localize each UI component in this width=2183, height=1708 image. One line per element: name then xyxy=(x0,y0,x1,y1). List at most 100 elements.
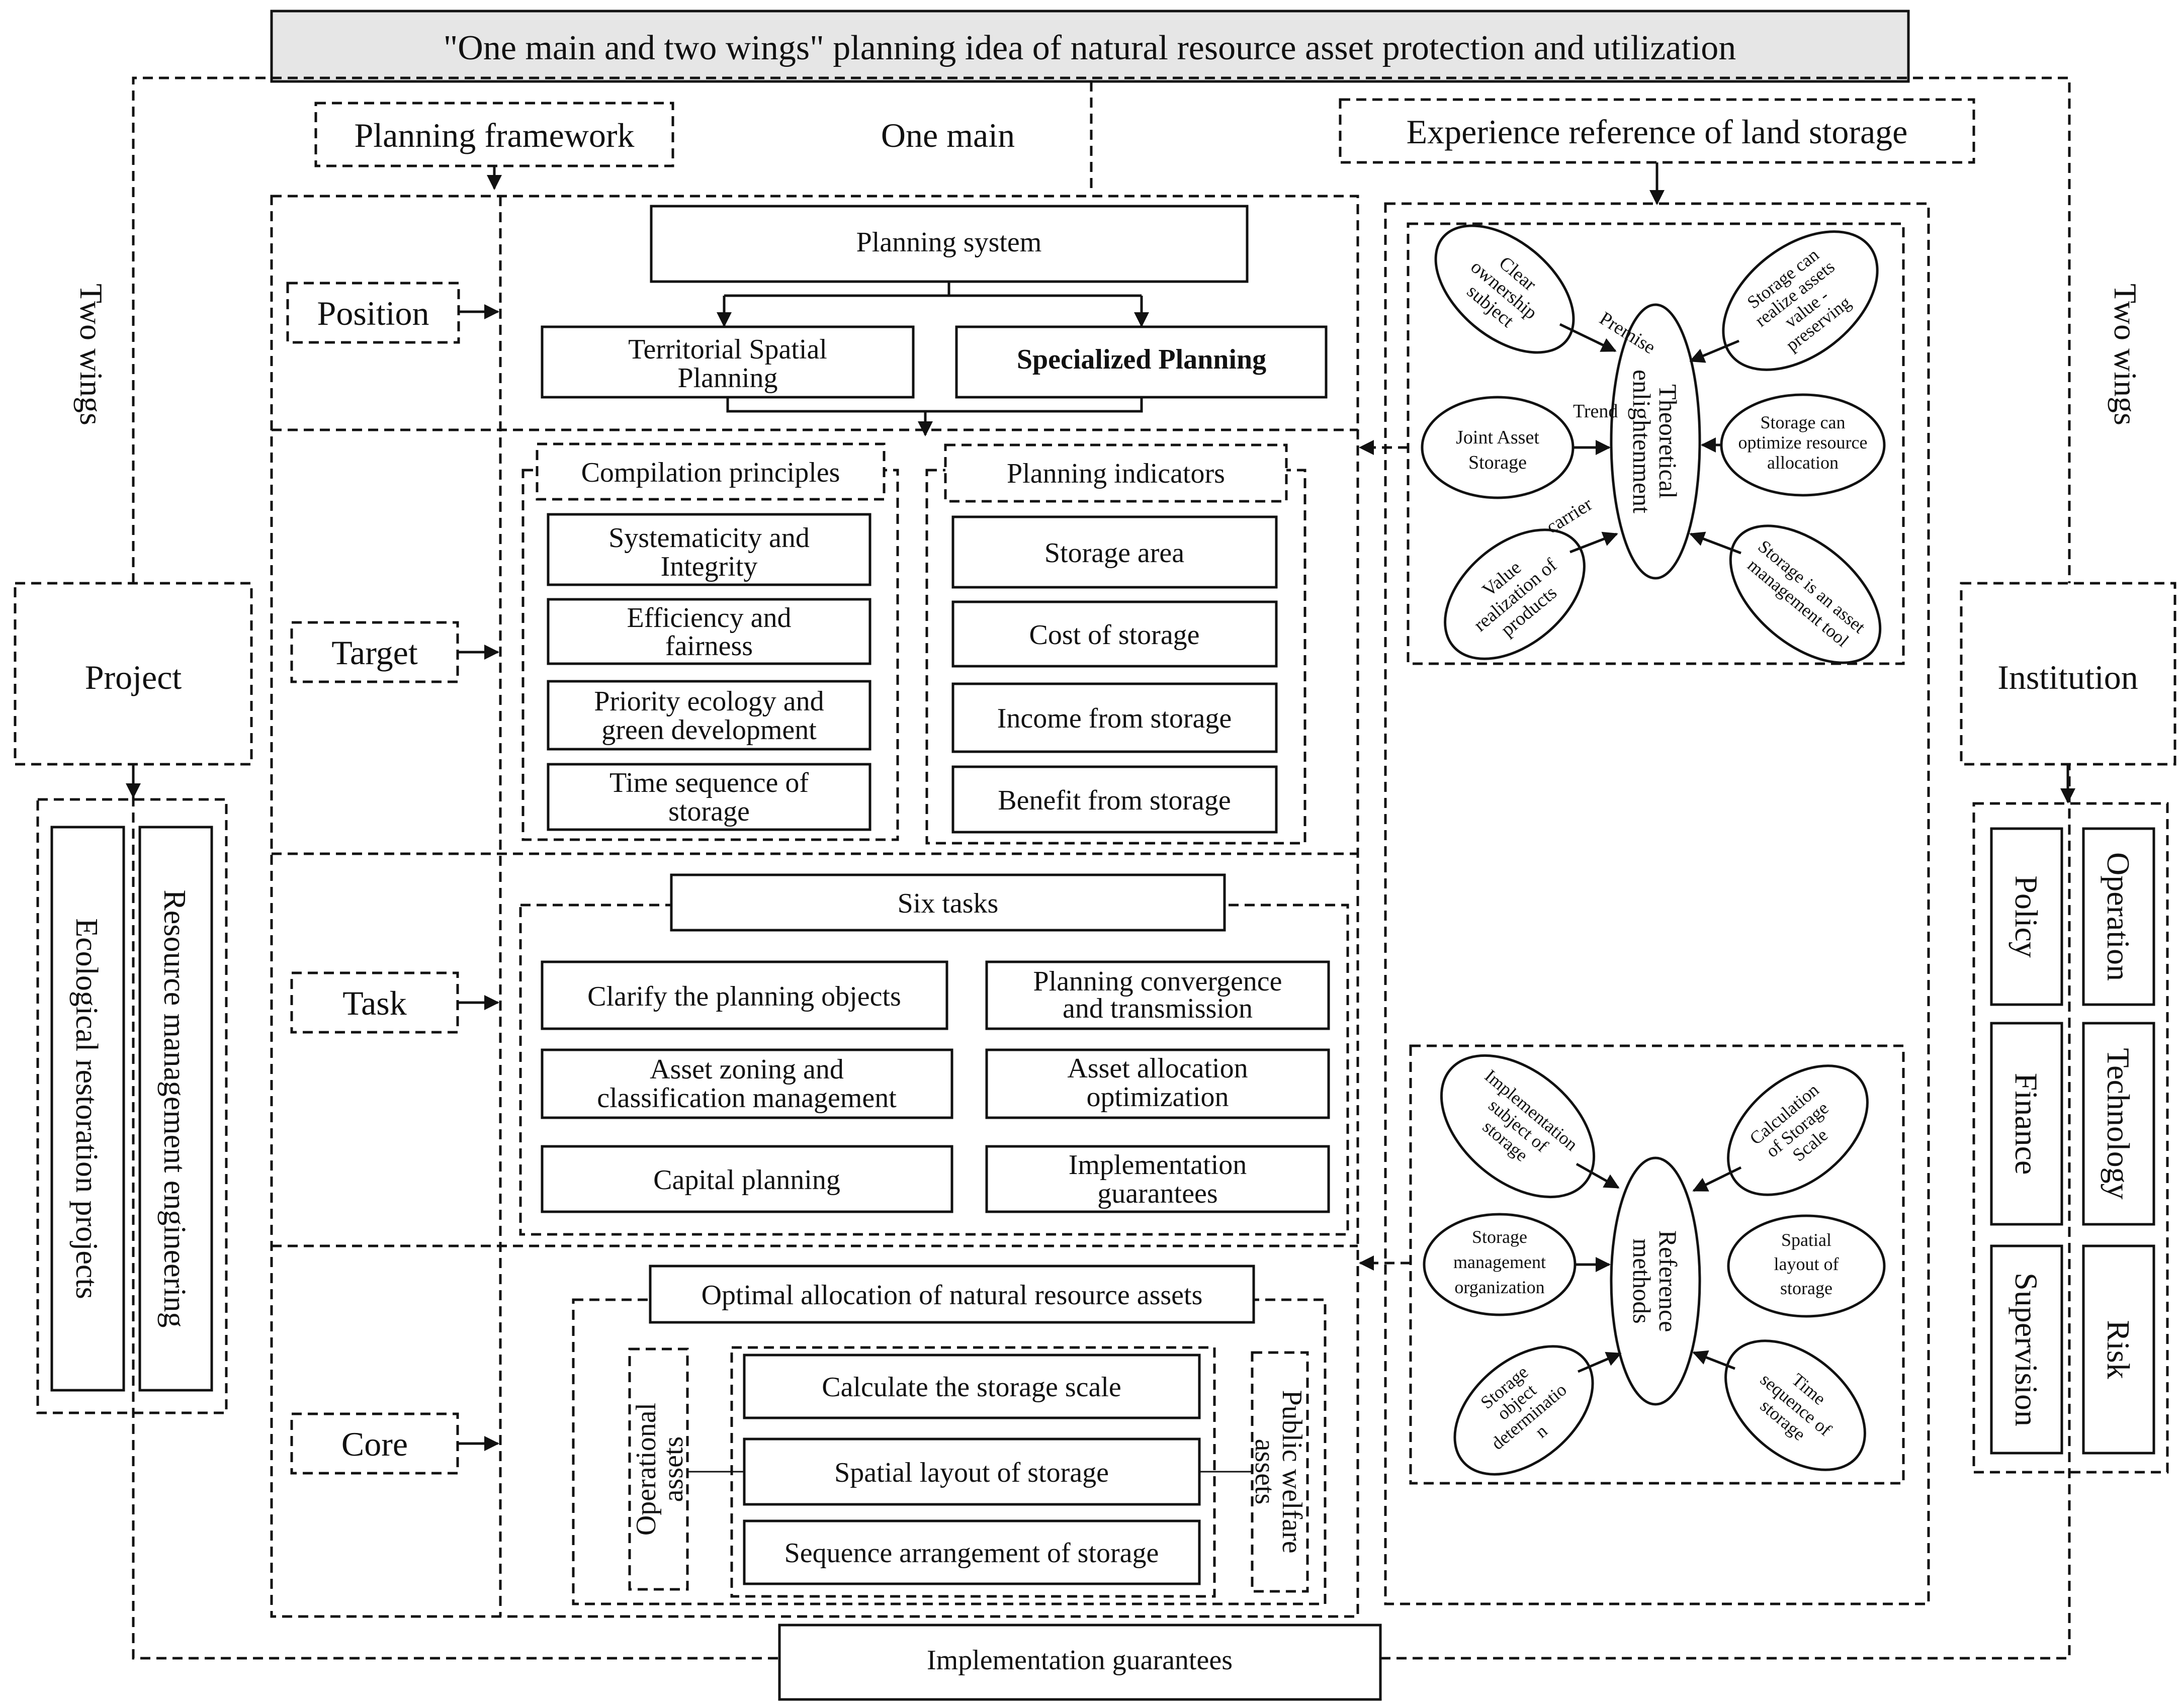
theoretical-center-line2: enlightenment xyxy=(1628,370,1656,513)
principle-time-sequence-box xyxy=(547,763,871,831)
territorial-planning-line1: Territorial Spatial xyxy=(628,334,827,365)
planning-indicators-title: Planning indicators xyxy=(1007,458,1225,489)
implementation-guarantees-box xyxy=(778,1624,1382,1701)
principle-ecology-box xyxy=(547,680,871,751)
planning-framework-box xyxy=(314,102,674,167)
target-row-label: Target xyxy=(331,634,418,672)
principle-ecology-line1: Priority ecology and xyxy=(594,686,824,717)
indicator-benefit-label: Benefit from storage xyxy=(998,785,1231,816)
principle-systematicity-line1: Systematicity and xyxy=(608,522,810,554)
reference-methods-node xyxy=(1610,1156,1701,1406)
sequence-arrangement-label: Sequence arrangement of storage xyxy=(784,1538,1159,1569)
principle-efficiency-line1: Efficiency and xyxy=(627,602,791,634)
indicator-storage-area-label: Storage area xyxy=(1044,537,1184,569)
one-main-label: One main xyxy=(881,116,1015,154)
management-org-line3: organization xyxy=(1454,1277,1544,1297)
task-zoning-box xyxy=(541,1048,953,1119)
institution-box xyxy=(1960,582,2176,766)
clear-ownership-node: Clear ownership subject xyxy=(1434,224,1575,354)
policy-box xyxy=(1990,827,2063,1006)
principle-ecology-line2: green development xyxy=(601,714,817,746)
value-realization-node: Value realization of products xyxy=(1444,528,1586,660)
task-zoning-line2: classification management xyxy=(597,1083,897,1114)
management-org-line1: Storage xyxy=(1472,1227,1527,1247)
storage-optimize-line2: optimize resource xyxy=(1738,432,1868,453)
task-guarantees-box xyxy=(985,1145,1330,1213)
resource-engineering-box xyxy=(138,826,213,1392)
task-zoning-line1: Asset zoning and xyxy=(650,1054,844,1085)
task-allocation-line2: optimization xyxy=(1086,1082,1229,1113)
indicator-income-label: Income from storage xyxy=(997,703,1232,734)
object-determination-arrow xyxy=(1578,1352,1622,1373)
indicator-income-box xyxy=(951,682,1278,753)
task-row-box xyxy=(290,971,459,1034)
clear-ownership-ellipse xyxy=(1434,224,1575,354)
ownership-arrow xyxy=(1559,323,1617,352)
theoretical-center-line1: Theoretical xyxy=(1654,384,1682,499)
optimal-allocation-title: Optimal allocation of natural resource a… xyxy=(702,1280,1203,1311)
project-items-frame xyxy=(36,798,228,1414)
spatial-layout-node xyxy=(1727,1214,1886,1318)
spatial-layout-line3: storage xyxy=(1780,1278,1832,1298)
core-row-box xyxy=(290,1412,459,1475)
task-allocation-line1: Asset allocation xyxy=(1067,1053,1248,1084)
planning-framework-label: Planning framework xyxy=(354,116,634,154)
experience-frame xyxy=(1384,202,1930,1605)
calculation-scale-node: Calculation of Storage Scale xyxy=(1727,1064,1869,1196)
sequence-arrangement-box xyxy=(743,1519,1201,1585)
finance-box xyxy=(1990,1022,2063,1226)
storage-tool-arrow xyxy=(1689,531,1741,555)
task-convergence-line1: Planning convergence xyxy=(1033,966,1282,997)
two-wings-right-label: Two wings xyxy=(2108,284,2143,425)
operational-assets-box xyxy=(628,1347,689,1591)
ecological-restoration-box xyxy=(50,826,125,1392)
task-convergence-line2: and transmission xyxy=(1063,993,1253,1024)
value-realization-ellipse xyxy=(1444,528,1586,660)
task-clarify-label: Clarify the planning objects xyxy=(587,981,901,1012)
task-clarify-box xyxy=(541,960,948,1030)
position-row-box xyxy=(286,282,460,344)
specialized-planning-box xyxy=(955,325,1328,399)
territorial-planning-line2: Planning xyxy=(677,363,777,394)
calculation-scale-arrow xyxy=(1692,1166,1742,1192)
time-sequence-node: Time sequence of storage xyxy=(1724,1339,1866,1471)
compilation-principles-title: Compilation principles xyxy=(581,457,840,488)
implementation-subject-arrow xyxy=(1576,1162,1620,1189)
project-label: Project xyxy=(85,658,182,696)
implementation-guarantees-label: Implementation guarantees xyxy=(927,1645,1233,1676)
reference-methods-frame xyxy=(1409,1044,1905,1485)
compilation-principles-title-box xyxy=(536,442,886,501)
policy-label: Policy xyxy=(2009,875,2044,958)
storage-value-ellipse xyxy=(1722,230,1879,371)
planning-system-connector xyxy=(724,282,1142,297)
carrier-arrow xyxy=(1569,531,1618,554)
supervision-box xyxy=(1990,1244,2063,1455)
object-determination-node: Storage object determinatio n xyxy=(1453,1345,1594,1476)
operation-label: Operation xyxy=(2101,852,2136,981)
storage-optimize-line1: Storage can xyxy=(1761,412,1846,432)
spatial-layout-line1: Spatial xyxy=(1781,1230,1831,1250)
principle-time-sequence-line2: storage xyxy=(668,796,750,827)
spatial-layout-line2: layout of xyxy=(1774,1254,1839,1274)
task-row-label: Task xyxy=(342,984,406,1022)
diagram-title: "One main and two wings" planning idea o… xyxy=(444,29,1736,67)
specialized-planning-label: Specialized Planning xyxy=(1017,344,1266,375)
project-box xyxy=(14,582,253,766)
optimal-allocation-title-box xyxy=(649,1265,1255,1324)
joint-asset-line1: Joint Asset xyxy=(1456,427,1539,448)
finance-label: Finance xyxy=(2009,1073,2044,1175)
principle-time-sequence-line1: Time sequence of xyxy=(609,767,809,798)
time-sequence-arrow xyxy=(1692,1350,1735,1370)
planning-system-label: Planning system xyxy=(856,227,1042,258)
task-guarantees-line2: guarantees xyxy=(1097,1178,1217,1209)
task-allocation-box xyxy=(985,1048,1330,1119)
public-welfare-line1: Public welfare xyxy=(1276,1390,1307,1554)
time-sequence-ellipse xyxy=(1724,1339,1866,1471)
compilation-principles-frame xyxy=(521,469,899,841)
indicator-storage-area-box xyxy=(951,515,1278,589)
planning-indicators-title-box xyxy=(944,443,1288,503)
six-tasks-title: Six tasks xyxy=(898,888,999,919)
task-guarantees-line1: Implementation xyxy=(1069,1149,1247,1181)
storage-value-node: Storage can realize assets value - prese… xyxy=(1722,230,1879,371)
institution-label: Institution xyxy=(1997,658,2138,696)
